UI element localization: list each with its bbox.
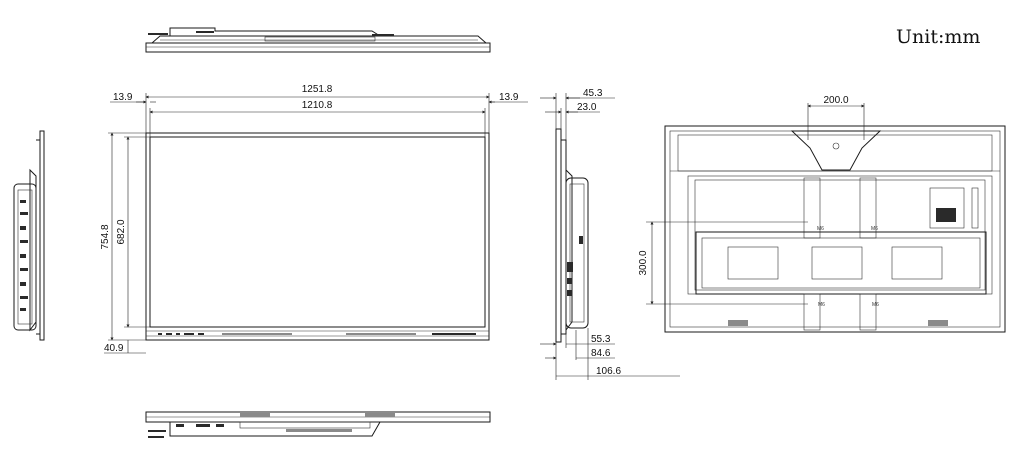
screw-label-bottom-left: M6	[818, 302, 825, 308]
display-height-dim: 682.0	[116, 219, 127, 244]
bottom-view	[145, 411, 491, 438]
top-inner-dim: 23.0	[577, 102, 597, 113]
front-view: 1251.8 1210.8 13.9 13.9 754.8 682.0 40.9	[100, 84, 528, 354]
depth-a-dim: 55.3	[591, 334, 611, 345]
bottom-bezel-dim: 40.9	[104, 343, 124, 354]
top-view	[145, 27, 491, 53]
depth-b-dim: 84.6	[591, 348, 611, 359]
left-bezel-dim: 13.9	[113, 92, 133, 103]
screw-label-top-left: M6	[817, 226, 824, 232]
right-bezel-dim: 13.9	[499, 92, 519, 103]
rear-view: M6 M6 M6 M6 200.0 300.0	[638, 95, 1006, 333]
screw-label-top-right: M6	[871, 226, 878, 232]
display-width-dim: 1210.8	[302, 100, 333, 111]
overall-height-dim: 754.8	[100, 224, 111, 249]
right-side-view: 45.3 23.0 55.3 84.6 106.6	[540, 88, 680, 380]
top-depth-dim: 45.3	[583, 88, 603, 99]
unit-label: Unit:mm	[896, 26, 981, 48]
vesa-horizontal-dim: 200.0	[823, 95, 848, 106]
vesa-vertical-dim: 300.0	[638, 250, 649, 275]
screw-label-bottom-right: M6	[872, 302, 879, 308]
depth-c-dim: 106.6	[596, 366, 621, 377]
left-side-view	[13, 130, 45, 341]
overall-width-dim: 1251.8	[302, 84, 333, 95]
